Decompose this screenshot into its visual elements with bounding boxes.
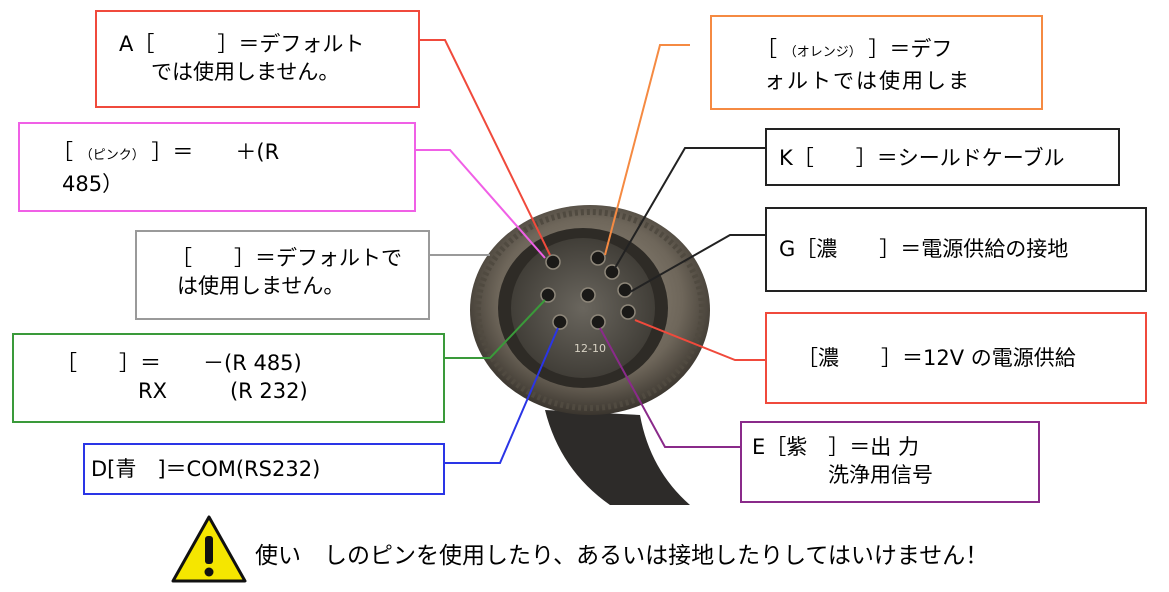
label-pin-green-line1: ［ ］＝ －(R 485) <box>56 351 302 375</box>
label-pin-green: ［ ］＝ －(R 485) RX (R 232) <box>12 333 445 423</box>
label-pin-e-line1: E［紫 ］＝出 力 <box>752 435 919 459</box>
label-pin-orange-line1b: ］＝デフ <box>861 37 953 61</box>
label-pin-orange-line1a: ［ <box>756 37 784 61</box>
label-pin-k-line1: K［ ］＝シールドケーブル <box>779 146 1065 170</box>
label-pin-k: K［ ］＝シールドケーブル <box>765 128 1120 186</box>
warning-triangle-icon <box>171 515 247 583</box>
leader-pin-e <box>599 327 740 448</box>
leader-pin-12v <box>634 319 765 361</box>
label-pin-green-line2: RX (R 232) <box>138 379 308 403</box>
leader-pin-g <box>629 234 765 293</box>
leader-pin-orange <box>604 44 690 256</box>
label-pin-pink-line1a: ［ <box>52 140 80 164</box>
connector-model-text: 12-10 <box>574 342 606 355</box>
label-pin-g: G［濃 ］＝電源供給の接地 <box>765 207 1147 292</box>
connector-cable <box>545 410 690 505</box>
leader-pin-k <box>614 147 765 269</box>
leader-pin-green <box>445 299 546 359</box>
label-pin-orange-line2: ォルトでは使用しま <box>764 69 971 93</box>
label-pin-12v: ［濃 ］＝12V の電源供給 <box>765 312 1147 404</box>
label-pin-gray: ［ ］＝デフォルトで は使用しません。 <box>135 230 430 320</box>
label-pin-e-line2: 洗浄用信号 <box>828 463 933 487</box>
leader-pin-d <box>445 327 559 464</box>
label-pin-d-line1: D[青 ]＝COM(RS232) <box>91 457 321 481</box>
label-pin-pink-line1b: ］＝ ＋(R <box>144 140 280 164</box>
connector-knurl <box>475 209 705 411</box>
label-pin-pink-line2: 485） <box>62 172 124 196</box>
leader-pin-a <box>420 39 551 256</box>
connector-pins <box>540 250 636 330</box>
label-pin-orange: ［ （オレンジ） ］＝デフ ォルトでは使用しま <box>710 15 1043 110</box>
label-pin-pink-line1-small: （ピンク） <box>79 148 145 163</box>
label-pin-g-line1: G［濃 ］＝電源供給の接地 <box>779 237 1069 261</box>
label-pin-pink: ［ （ピンク） ］＝ ＋(R 485） <box>18 122 416 212</box>
label-pin-12v-line1: ［濃 ］＝12V の電源供給 <box>797 346 1076 370</box>
label-pin-gray-line1: ［ ］＝デフォルトで <box>171 246 402 270</box>
label-pin-a-line1: A［ ］＝デフォルト <box>119 32 365 56</box>
label-pin-d: D[青 ]＝COM(RS232) <box>83 443 445 495</box>
label-pin-gray-line2: は使用しません。 <box>177 274 345 298</box>
warning-text: 使い しのピンを使用したり、あるいは接地したりしてはいけません！ <box>255 543 989 569</box>
leader-pin-pink <box>415 149 546 259</box>
label-pin-a-line2: では使用しません。 <box>151 60 340 84</box>
label-pin-e: E［紫 ］＝出 力 洗浄用信号 <box>740 421 1040 503</box>
label-pin-a: A［ ］＝デフォルト では使用しません。 <box>95 10 420 108</box>
label-pin-orange-line1-small: （オレンジ） <box>783 45 862 60</box>
